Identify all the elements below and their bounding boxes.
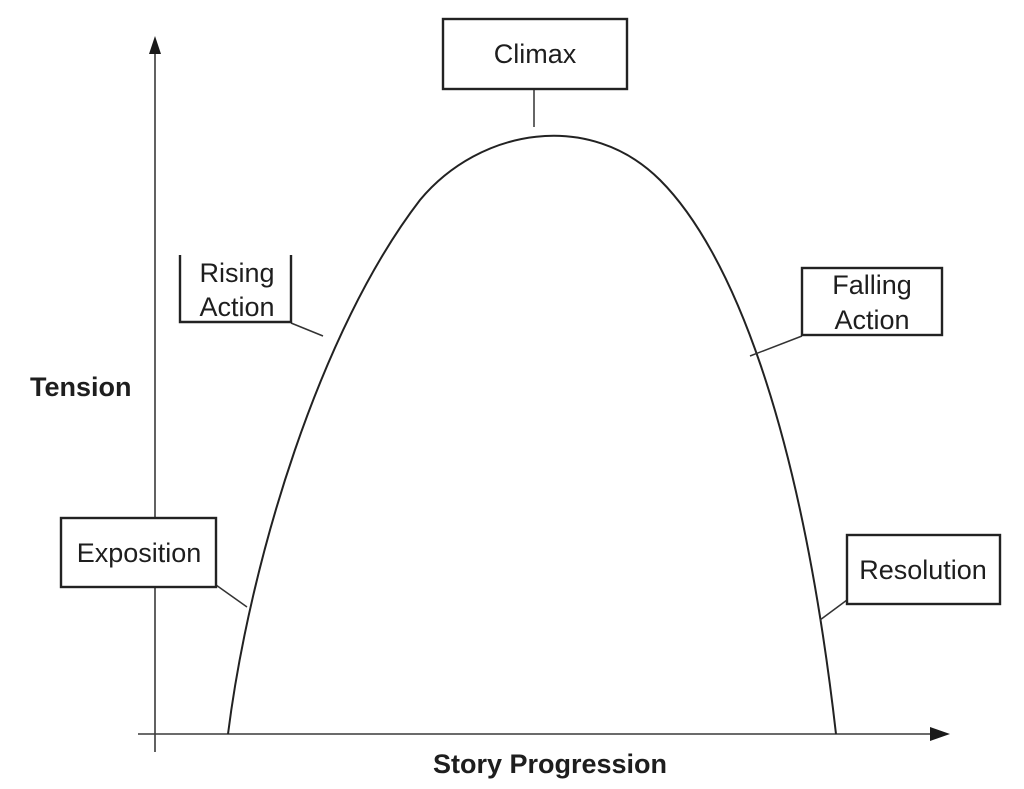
- rising-action-label-line1: Rising: [199, 258, 274, 288]
- falling-action-box-frame: [800, 266, 944, 337]
- falling-action-label-line1: Falling: [832, 270, 912, 300]
- leader-lines: [215, 89, 848, 621]
- falling-action-label-line2: Action: [834, 305, 909, 335]
- exposition-box: Exposition: [59, 516, 218, 589]
- exposition-box-frame: [59, 516, 218, 589]
- exposition-label: Exposition: [77, 538, 202, 568]
- falling-action-leader-line: [749, 335, 803, 357]
- tension-arc-curve: [227, 134, 837, 735]
- climax-box-frame: [441, 17, 629, 91]
- resolution-leader-line: [819, 599, 848, 621]
- resolution-box-frame: [845, 533, 1002, 606]
- rising-action-box-frame: [178, 255, 293, 324]
- climax-label: Climax: [494, 39, 577, 69]
- y-axis-label: Tension: [30, 372, 132, 402]
- falling-action-box: Falling Action: [800, 266, 944, 337]
- resolution-label: Resolution: [859, 555, 987, 585]
- x-axis-label: Story Progression: [433, 749, 667, 779]
- climax-box: Climax: [441, 17, 629, 91]
- y-axis-arrow-icon: [149, 36, 161, 54]
- rising-action-label-line2: Action: [199, 292, 274, 322]
- axes: [138, 36, 950, 752]
- exposition-leader-line: [215, 584, 248, 608]
- x-axis-arrow-icon: [930, 727, 950, 741]
- rising-action-box: Rising Action: [178, 255, 293, 324]
- rising-action-leader-line: [290, 322, 324, 337]
- resolution-box: Resolution: [845, 533, 1002, 606]
